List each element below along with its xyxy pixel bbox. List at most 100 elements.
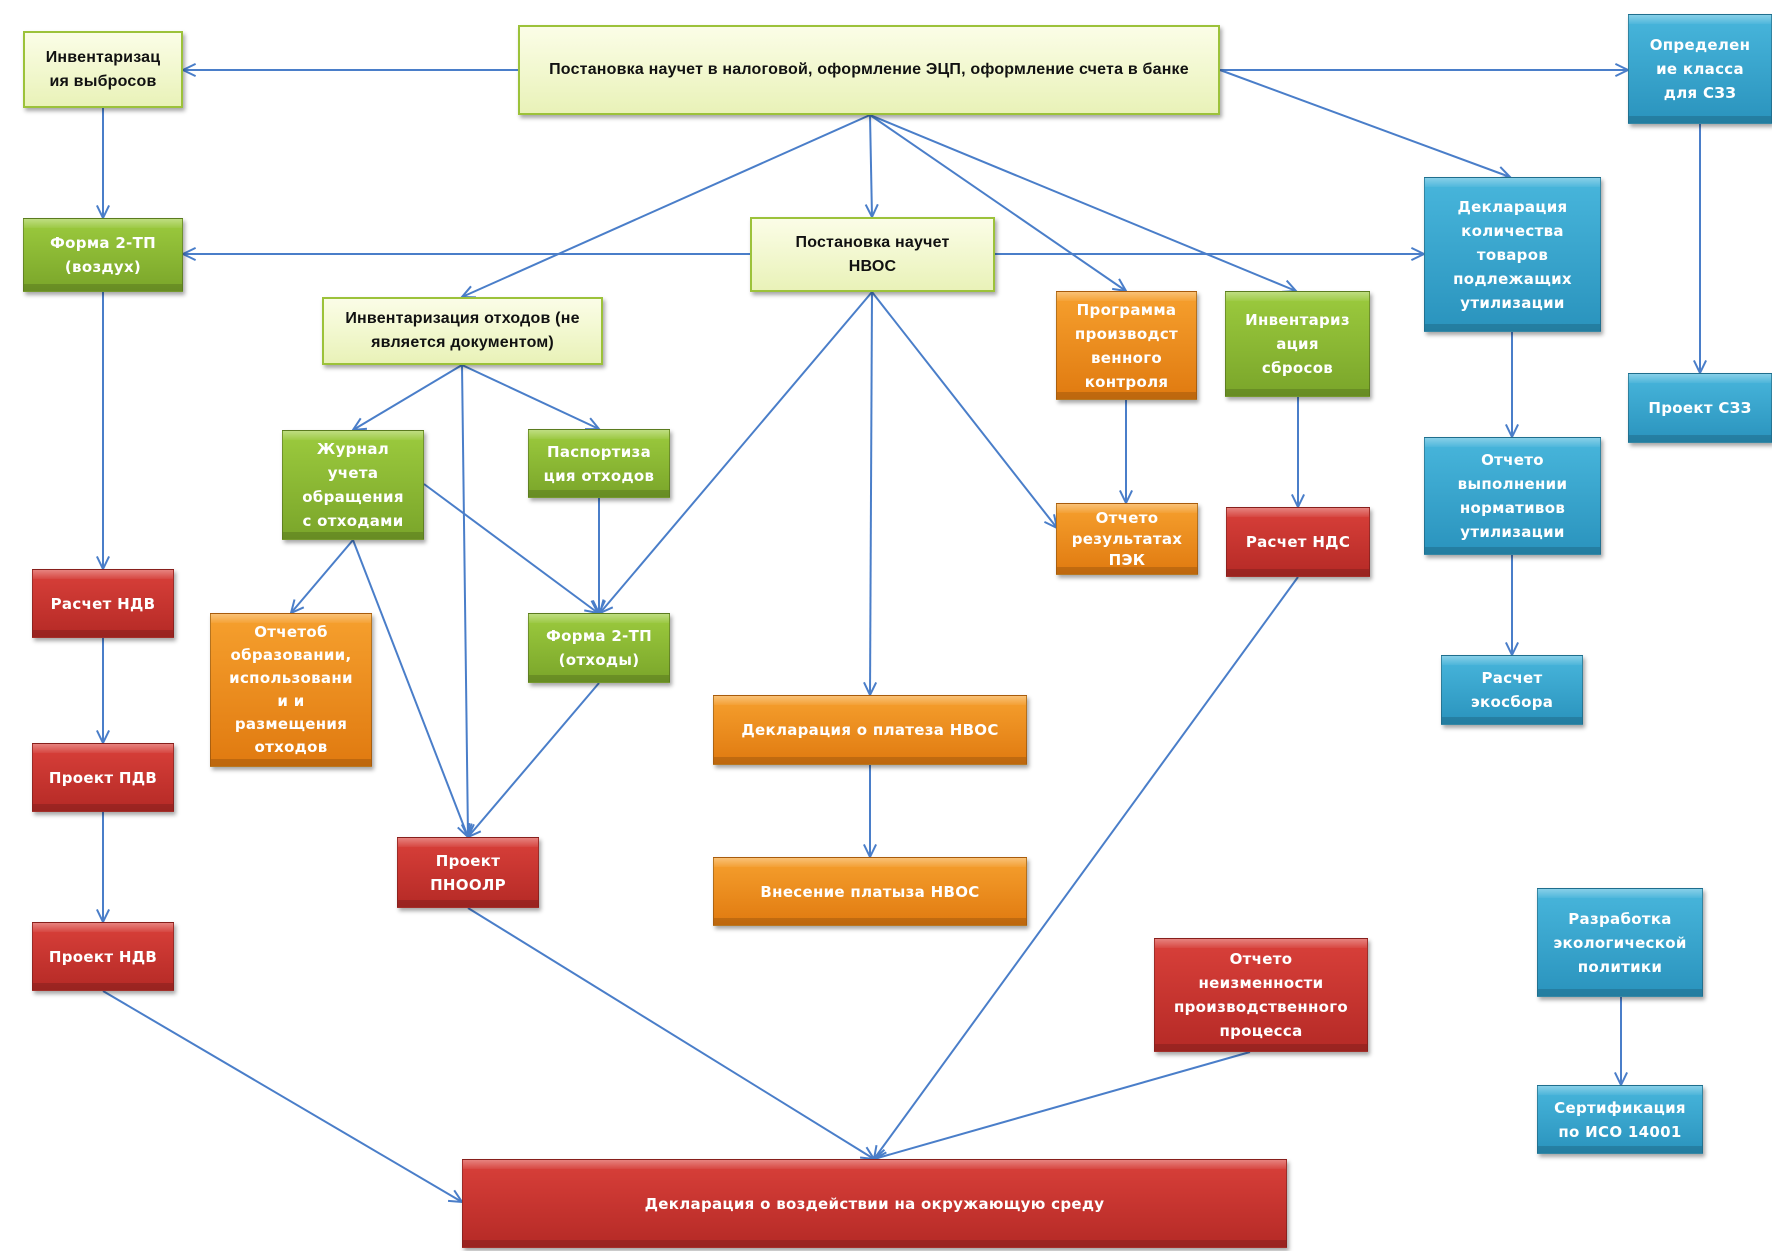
node-ndv-calculation: Расчет НДВ [32,569,174,638]
node-label: Отчетоб образовании, использовани и и ра… [229,623,353,756]
edge-form-2tp-waste-to-pnoolr-project [466,682,600,839]
node-pdv-project: Проект ПДВ [32,743,174,812]
edge-nvos-payment-declaration-to-nvos-payment [863,765,877,860]
edge-nvos-registration-to-goods-declaration [995,247,1427,261]
arrowhead-icon [180,63,197,77]
node-label: Внесение платыза НВОС [760,882,980,901]
node-nvos-payment-declaration: Декларация о платеза НВОС [713,695,1027,765]
node-process-unchanged-report: Отчето неизменности производственного пр… [1154,938,1368,1052]
edge-nvos-registration-to-form-2tp-air [180,247,750,261]
edge-utilization-report-to-ecofee-calculation [1505,555,1519,658]
edge-ndv-calculation-to-pdv-project [96,638,110,746]
node-label: Проект НДВ [48,947,158,966]
edge-registration-to-goods-declaration [1219,69,1513,180]
edge-process-unchanged-report-to-environmental-impact-declaration [871,1051,1251,1163]
node-label: Форма 2-ТП (воздух) [50,234,156,276]
edge-form-2tp-air-to-ndv-calculation [96,292,110,572]
node-label: Отчето результатах ПЭК [1071,508,1183,569]
node-waste-passport: Паспортиза ция отходов [528,429,670,498]
edge-pdv-project-to-ndv-project [96,812,110,925]
arrowhead-icon [859,1146,876,1161]
node-sanitary-project: Проект СЗЗ [1628,373,1772,443]
node-nds-calculation: Расчет НДС [1226,507,1370,577]
node-label: Декларация о платеза НВОС [741,721,999,739]
connector-line [461,114,871,298]
connector-line [869,114,1127,292]
edge-waste-inventory-to-pnoolr-project [460,364,475,840]
node-label: Постановка научет НВОС [795,233,950,275]
edge-waste-journal-to-waste-report [289,539,354,615]
edge-waste-inventory-to-waste-passport [461,364,602,431]
node-waste-inventory: Инвентаризация отходов (не является доку… [322,297,603,365]
connector-line [467,682,600,838]
node-label: Декларация о воздействии на окружающую с… [644,1194,1105,1213]
node-label: Журнал учета обращения с отходами [302,440,404,530]
node-ecofee-calculation: Расчет экосбора [1441,655,1583,725]
edge-sanitary-class-to-sanitary-project [1693,124,1707,376]
node-waste-report: Отчетоб образовании, использовани и и ра… [210,613,372,767]
node-label: Сертификация по ИСО 14001 [1554,1098,1686,1141]
connector-line [461,364,600,430]
connector-line [1219,69,1511,178]
edge-registration-to-nvos-registration [864,114,879,220]
node-label: Проект ПДВ [48,768,158,787]
node-nvos-registration: Постановка научет НВОС [750,217,995,292]
node-label: Разработка экологической политики [1553,909,1687,976]
node-label: Инвентаризац ия выбросов [45,48,161,90]
connector-line [869,291,873,696]
connector-line [102,990,463,1203]
connector-line [352,539,469,838]
node-pek-report: Отчето результатах ПЭК [1056,503,1198,575]
edge-waste-journal-to-form-2tp-waste [423,483,600,615]
edge-eco-policy-to-iso-certification [1614,997,1628,1088]
node-label: Инвентаризация отходов (не является доку… [345,310,580,351]
connector-line [873,576,1299,1160]
edge-registration-to-inventory-emissions [180,63,518,77]
connector-line [869,114,1297,292]
node-eco-policy: Разработка экологической политики [1537,888,1703,997]
node-label: Расчет НДВ [50,594,156,613]
edge-pnoolr-project-to-environmental-impact-declaration [467,907,876,1161]
node-iso-certification: Сертификация по ИСО 14001 [1537,1085,1703,1154]
node-environmental-impact-declaration: Декларация о воздействии на окружающую с… [462,1159,1287,1248]
edge-discharge-inventory-to-nds-calculation [1291,397,1305,510]
arrowhead-icon [351,417,368,432]
connector-line [869,114,873,218]
connector-line [873,1051,1251,1160]
edge-nvos-registration-to-nvos-payment-declaration [863,291,878,698]
connector-line [423,483,599,614]
node-label: Паспортиза ция отходов [543,442,655,485]
node-label: Программа производст венного контроля [1074,300,1179,391]
node-utilization-report: Отчето выполнении нормативов утилизации [1424,437,1601,555]
node-label: Проект СЗЗ [1648,399,1752,417]
node-form-2tp-waste: Форма 2-ТП (отходы) [528,613,670,683]
node-ndv-project: Проект НДВ [32,922,174,991]
edge-ndv-project-to-environmental-impact-declaration [102,990,464,1204]
node-production-control-program: Программа производст венного контроля [1056,291,1197,400]
node-discharge-inventory: Инвентариз ация сбросов [1225,291,1370,397]
node-inventory-emissions: Инвентаризац ия выбросов [23,31,183,108]
connector-line [352,364,463,431]
connector-line [599,291,873,614]
edge-registration-to-sanitary-class [1220,63,1631,77]
node-label: Постановка научет в налоговой, оформлени… [549,61,1189,78]
node-label: Отчето неизменности производственного пр… [1173,950,1349,1040]
node-pnoolr-project: Проект ПНООЛР [397,837,539,908]
edge-waste-inventory-to-waste-journal [351,364,463,432]
node-label: Расчет экосбора [1470,669,1554,711]
edge-goods-declaration-to-utilization-report [1505,332,1519,440]
connector-line [461,364,469,838]
node-label: Отчето выполнении нормативов утилизации [1457,451,1568,541]
node-label: Инвентариз ация сбросов [1245,311,1350,377]
node-form-2tp-air: Форма 2-ТП (воздух) [23,218,183,292]
node-label: Форма 2-ТП (отходы) [546,627,652,669]
node-registration: Постановка научет в налоговой, оформлени… [518,25,1220,115]
node-nvos-payment: Внесение платыза НВОС [713,857,1027,926]
edge-nvos-registration-to-pek-report [871,291,1059,530]
node-goods-declaration: Декларация количества товаров подлежащих… [1424,177,1601,332]
connector-line [871,291,1058,529]
edge-waste-passport-to-form-2tp-waste [592,498,606,616]
node-waste-journal: Журнал учета обращения с отходами [282,430,424,540]
connector-line [467,907,875,1160]
